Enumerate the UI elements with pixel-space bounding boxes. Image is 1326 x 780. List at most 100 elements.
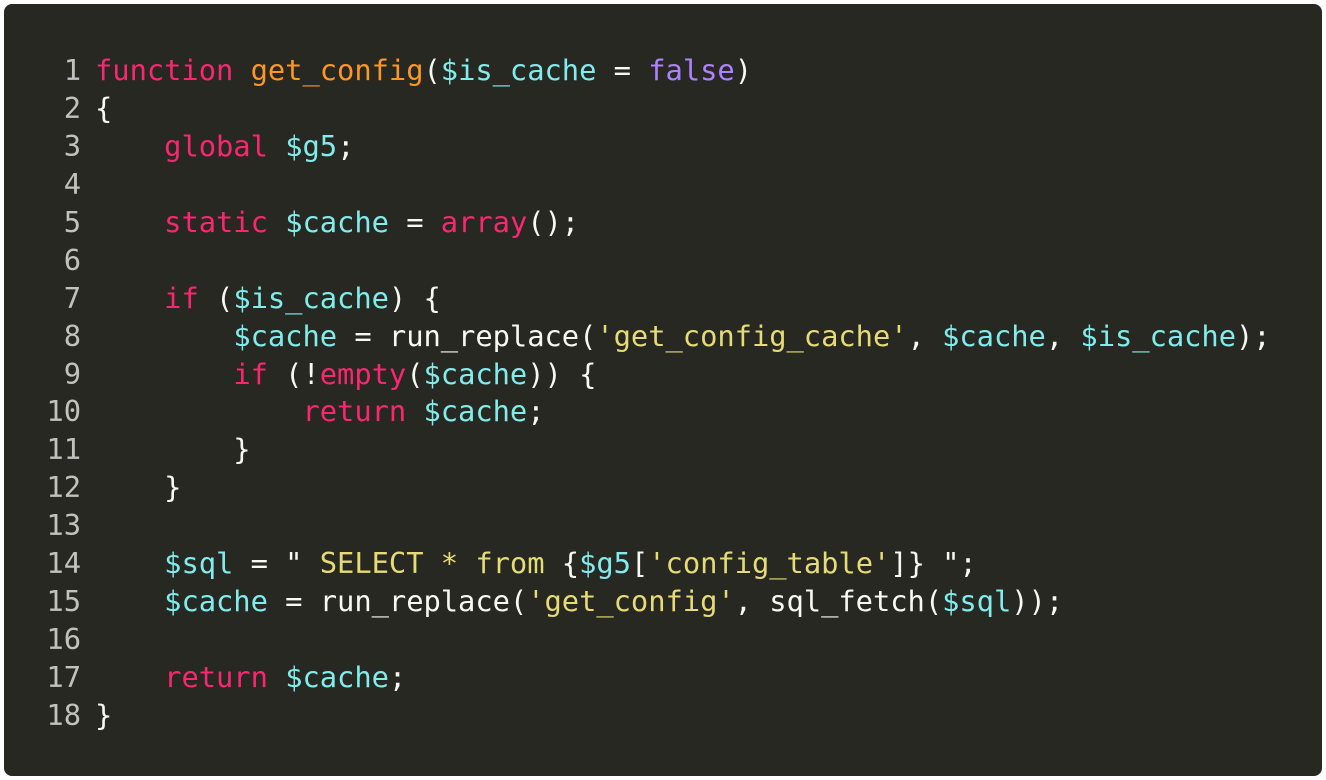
code-token: $sql [164,546,234,581]
code-line: 17 return $cache; [4,659,1271,697]
code-line: 8 $cache = run_replace('get_config_cache… [4,318,1271,356]
code-token [268,205,285,239]
code-token: $g5 [285,128,338,163]
line-code: } [95,431,251,469]
code-token: 'get_config' [527,584,735,619]
code-token: $cache [285,204,389,239]
code-line: 9 if (!empty($cache)) { [4,356,1271,394]
code-token [95,205,164,239]
line-number: 8 [63,318,81,353]
code-line: 13 [4,507,1271,545]
line-code: static $cache = array(); [95,204,579,242]
code-token: ); [1236,318,1271,353]
code-token: ( [198,280,234,315]
line-number: 12 [46,470,81,505]
code-token [268,660,285,694]
code-token: $is_cache [440,53,597,87]
code-token: { [95,90,113,125]
code-token: $cache [285,660,389,694]
line-number: 3 [63,128,81,163]
line-code: return $cache; [95,659,406,697]
code-token: } [95,432,251,467]
code-token: $is_cache [1080,318,1237,353]
code-token: if [164,280,199,315]
code-token: false [648,53,735,87]
code-token [95,319,233,353]
code-token: = [388,204,441,239]
code-line: 12 } [4,469,1271,507]
line-number: 4 [63,166,81,201]
code-token [95,129,164,163]
code-line: 2{ [4,90,1271,128]
line-code: if (!empty($cache)) { [95,356,596,394]
code-line: 6 [4,242,1271,280]
line-number: 18 [46,697,81,732]
code-token [95,357,233,391]
code-token: ; [527,394,545,429]
line-number: 16 [46,622,81,657]
code-token: if [233,356,268,391]
code-line: 10 return $cache; [4,393,1271,431]
code-token: , [1045,318,1081,353]
line-number: 10 [46,394,81,429]
code-token: SELECT * from [302,546,562,581]
code-line: 7 if ($is_cache) { [4,280,1271,318]
code-token: 'get_config_cache' [596,318,908,353]
code-token: $cache [423,356,528,391]
line-code: $sql = " SELECT * from {$g5['config_tabl… [95,545,977,583]
code-token [268,129,285,163]
code-token: array [440,204,528,239]
code-line: 3 global $g5; [4,128,1271,166]
code-token: $cache [164,584,268,619]
code-token: (); [527,204,580,239]
code-token: ( [423,53,441,87]
code-token: ) { [388,280,441,315]
code-token: $cache [423,394,528,429]
code-token: ( [406,356,424,391]
line-code: $cache = run_replace('get_config', sql_f… [95,583,1063,621]
code-line: 16 [4,621,1271,659]
code-token: = run_replace( [337,318,597,353]
code-line: 5 static $cache = array(); [4,204,1271,242]
code-token: = " [233,546,303,581]
code-token: $cache [233,318,338,353]
code-token: return [164,660,268,694]
code-token [95,281,164,315]
code-token [95,660,164,694]
code-token: ) [734,53,752,87]
code-token: } [95,470,182,505]
code-token: $g5 [579,546,631,581]
line-code: { [95,90,112,128]
line-number: 7 [63,280,81,315]
line-number: 17 [46,660,81,694]
line-code: return $cache; [95,393,545,431]
line-number: 15 [46,584,81,619]
line-number: 1 [63,53,81,87]
code-line: 18} [4,697,1271,735]
code-line: 4 [4,166,1271,204]
code-token: static [164,204,268,239]
line-number: 6 [63,242,81,277]
code-token [95,584,164,618]
line-code: $cache = run_replace('get_config_cache',… [95,318,1271,356]
line-code: } [95,697,112,735]
code-token: )) { [527,356,597,391]
code-line: 15 $cache = run_replace('get_config', sq… [4,583,1271,621]
code-token [406,394,423,428]
line-number: 5 [63,204,81,239]
line-number: 13 [46,508,81,543]
code-token: ; [337,128,355,163]
code-token [95,546,164,580]
code-token: } [95,697,113,732]
code-token: function [95,53,234,87]
line-number: 2 [63,90,81,125]
line-number: 14 [46,546,81,581]
code-token: $cache [942,318,1046,353]
code-token: empty [319,356,407,391]
code-token [233,53,250,87]
code-token: get_config [250,53,424,87]
code-token: $sql [942,584,1012,619]
